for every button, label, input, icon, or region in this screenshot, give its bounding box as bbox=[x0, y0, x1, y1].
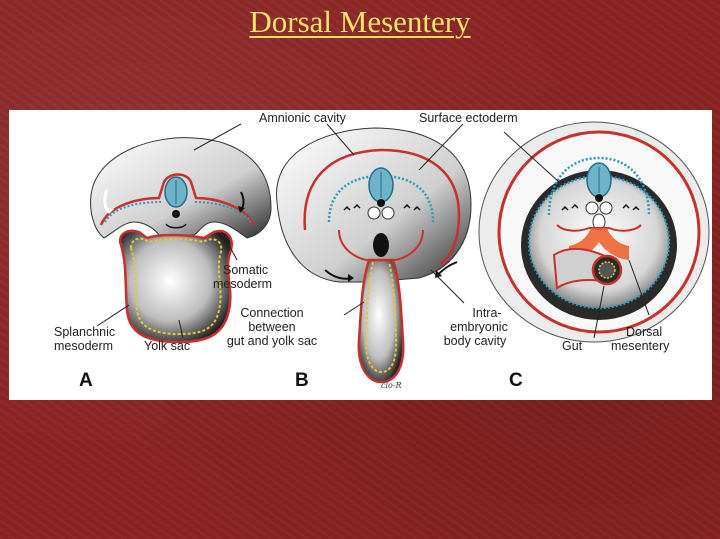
label-intraembryonic-line3: body cavity bbox=[444, 334, 507, 348]
leader-lines bbox=[96, 123, 650, 339]
panel-letter-a: A bbox=[79, 370, 93, 391]
label-surface-ectoderm: Surface ectoderm bbox=[419, 111, 518, 125]
label-gut: Gut bbox=[562, 339, 583, 353]
label-amnionic-cavity: Amnionic cavity bbox=[259, 111, 347, 125]
yolk-sac-a bbox=[118, 229, 233, 344]
label-dorsal-line2: mesentery bbox=[611, 339, 670, 353]
label-somatic-line1: Somatic bbox=[223, 263, 268, 277]
label-connection-line3: gut and yolk sac bbox=[227, 334, 317, 348]
embryo-diagram: Amnionic cavity Surface ectoderm Somatic… bbox=[54, 111, 710, 391]
mesoderm-line-b bbox=[303, 148, 461, 267]
yolk-stalk-b bbox=[357, 258, 405, 384]
label-intraembryonic-line2: embryonic bbox=[450, 320, 508, 334]
artist-signature: clo-R bbox=[381, 381, 402, 390]
mesoderm-line-a bbox=[99, 173, 256, 226]
label-intraembryonic-line1: Intra- bbox=[472, 306, 501, 320]
panel-letter-b: B bbox=[295, 370, 309, 391]
label-splanchnic-line1: Splanchnic bbox=[54, 325, 115, 339]
embryo-figure: Amnionic cavity Surface ectoderm Somatic… bbox=[9, 110, 712, 400]
label-connection-line2: between bbox=[248, 320, 295, 334]
label-yolk-sac: Yolk sac bbox=[144, 339, 190, 353]
panel-letter-c: C bbox=[509, 370, 523, 391]
panel-a-drawing bbox=[90, 137, 272, 344]
panel-c-drawing bbox=[478, 121, 710, 343]
label-somatic-line2: mesoderm bbox=[213, 277, 272, 291]
label-splanchnic-line2: mesoderm bbox=[54, 339, 113, 353]
label-dorsal-line1: Dorsal bbox=[626, 325, 662, 339]
slide-title: Dorsal Mesentery bbox=[249, 4, 471, 39]
label-connection-line1: Connection bbox=[240, 306, 303, 320]
